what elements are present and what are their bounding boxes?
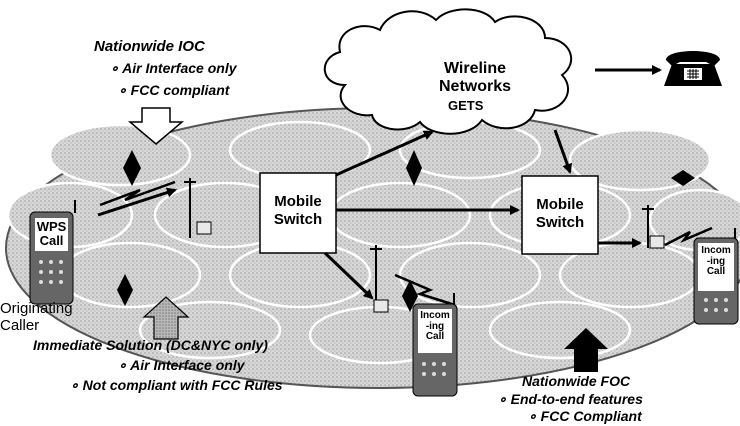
switch-left-line2: Switch	[273, 211, 323, 228]
towers	[184, 178, 654, 306]
incoming-mid-line3: Call	[425, 331, 445, 342]
cloud-title: Wireline Networks	[420, 60, 530, 96]
wps-line1: WPS	[36, 219, 67, 234]
base-stations	[196, 221, 665, 313]
incoming-right-line1: Incom	[701, 245, 731, 256]
switch-to-cloud-arrow	[335, 130, 434, 177]
incoming-mid-line2: -ing	[425, 320, 445, 332]
block-arrow-ioc	[127, 107, 185, 145]
connection-arrows	[97, 65, 662, 300]
diamonds	[117, 150, 695, 312]
caller-line2: Caller	[0, 317, 40, 334]
foc-bullet1: ∘ End-to-end features	[498, 391, 643, 407]
block-arrow-foc	[564, 328, 608, 372]
switch-left-label: Mobile Switch	[260, 193, 336, 229]
incoming-right-line3: Call	[706, 266, 726, 277]
foc-title: Nationwide FOC	[522, 373, 631, 389]
foc-bullet2: ∘ FCC Compliant	[528, 408, 642, 424]
immediate-bullet2: ∘ Not compliant with FCC Rules	[70, 377, 283, 393]
wireline-cloud	[323, 8, 573, 135]
cloud-subtitle: GETS	[448, 98, 484, 113]
wps-line2: Call	[39, 232, 64, 248]
diamond-ioc	[123, 150, 141, 186]
incoming-right-line2: -ing	[706, 255, 726, 267]
wps-to-tower-arrow	[97, 187, 177, 217]
immediate-title: Immediate Solution (DC&NYC only)	[33, 337, 268, 353]
ioc-title: Nationwide IOC	[94, 38, 205, 55]
cloud-title-line2: Networks	[438, 78, 512, 95]
switch-right-line2: Switch	[535, 214, 585, 231]
switch-left-line1: Mobile	[274, 193, 322, 210]
incoming-mid-line1: Incom	[420, 310, 450, 321]
cloud-to-switch-arrow	[553, 129, 573, 174]
incoming-mid-label: Incom -ing Call	[418, 310, 452, 343]
switch-to-midtower-arrow	[323, 251, 374, 300]
telephone-icon	[664, 51, 722, 86]
switch-right-box	[521, 175, 599, 255]
wps-call-label: WPS Call	[35, 220, 68, 247]
ioc-bullet2: ∘ FCC compliant	[118, 82, 230, 98]
phone-incoming-mid	[412, 293, 458, 397]
phone-incoming-right	[693, 228, 739, 325]
caller-label: Originating Caller	[0, 300, 73, 334]
switch-right-label: Mobile Switch	[522, 196, 598, 232]
ioc-bullet1: ∘ Air Interface only	[110, 60, 237, 76]
incoming-right-label: Incom -ing Call	[698, 245, 734, 278]
phone-wps	[29, 200, 76, 305]
diamond-center	[406, 150, 422, 186]
cloud-title-line1: Wireline	[443, 60, 507, 77]
caller-line1: Originating	[0, 300, 73, 317]
switch-right-line1: Mobile	[536, 196, 584, 213]
diamond-mid	[402, 280, 418, 312]
block-arrow-immediate	[142, 296, 190, 340]
diamond-immediate	[117, 274, 133, 306]
switch-left-box	[259, 172, 337, 254]
diamond-right	[671, 170, 695, 186]
radio-links	[99, 180, 713, 307]
keypads	[39, 260, 728, 376]
immediate-bullet1: ∘ Air Interface only	[118, 357, 245, 373]
